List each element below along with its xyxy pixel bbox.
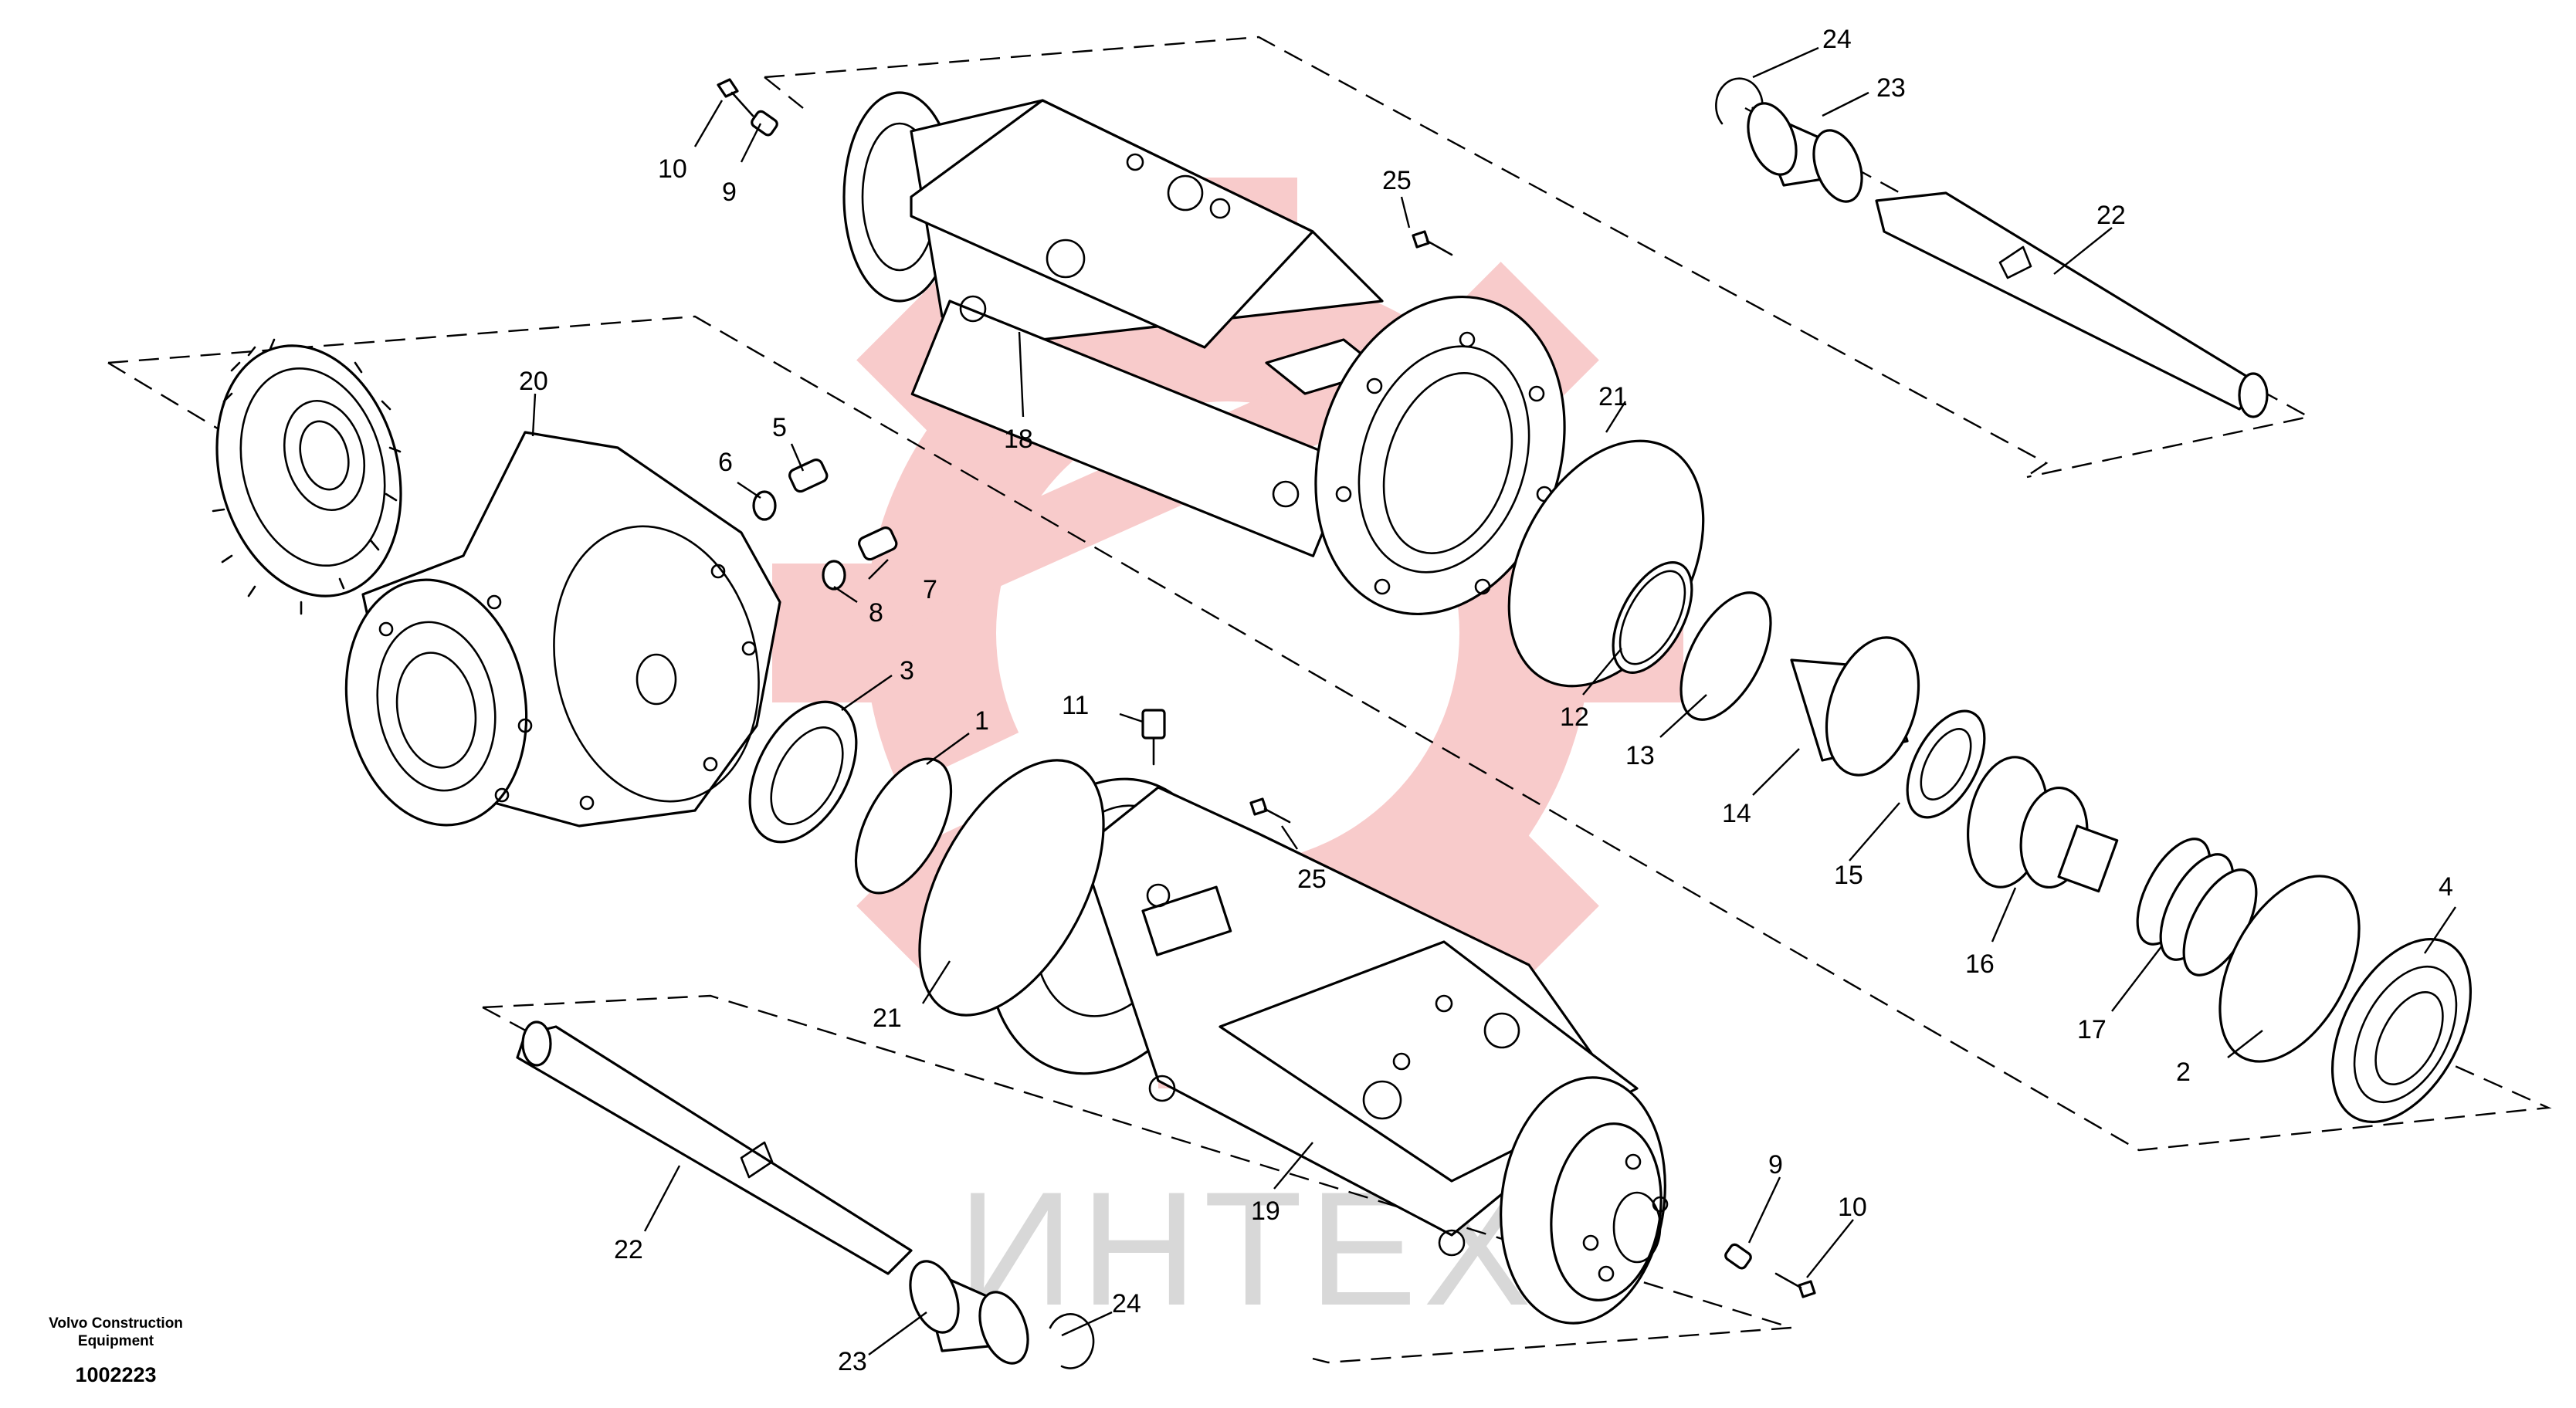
callout-15: 15 [1834,861,1863,890]
seal-ring-8 [822,560,846,591]
ring-13 [1679,591,1772,721]
upper-axle-housing [842,91,1384,557]
sleeve-9-upper [751,110,778,137]
callout-17: 17 [2077,1015,2107,1044]
bolt-10-lower [1774,1272,1816,1298]
callout-14: 14 [1722,799,1751,828]
springs-17 [2136,838,2258,976]
callout-22: 22 [614,1235,643,1264]
callout-13: 13 [1625,741,1655,770]
breather-11 [1141,709,1166,766]
callout-23: 23 [838,1347,867,1376]
callout-11: 11 [1062,691,1089,720]
caption-line-1: Volvo Construction [49,1315,183,1332]
document-number: 1002223 [75,1363,156,1386]
caption-line-2: Equipment [78,1333,154,1349]
callout-9: 9 [722,178,737,207]
callout-16: 16 [1965,949,1995,979]
leader-lines [531,46,2456,1356]
axle-shaft-22-upper [1875,191,2269,418]
bearing-3 [748,700,858,844]
callout-23: 23 [1876,73,1906,103]
callout-2: 2 [2176,1058,2191,1087]
o-ring-21-lower [918,759,1105,1017]
callout-19: 19 [1251,1196,1280,1226]
publisher-caption: Volvo Construction Equipment 1002223 [49,1315,183,1386]
callout-10: 10 [658,154,687,184]
callout-7: 7 [923,575,937,604]
callout-6: 6 [718,448,733,477]
callout-25: 25 [1382,166,1412,195]
callout-8: 8 [869,598,883,628]
callout-18: 18 [1004,425,1033,454]
callout-24: 24 [1822,25,1852,54]
side-gear-16 [1966,756,2119,893]
lower-axle-hub [1500,1076,1669,1325]
bearing-4 [2330,938,2473,1123]
ring-1 [854,757,953,895]
bolt-25-upper [1412,230,1453,256]
callout-4: 4 [2439,872,2453,902]
ring-gear [212,338,402,615]
callout-24: 24 [1112,1289,1141,1318]
bushing-23-lower [909,1260,1029,1365]
callout-3: 3 [900,656,914,685]
callout-20: 20 [519,367,548,396]
callout-labels: 24 23 22 25 10 9 18 20 5 6 7 8 3 1 11 21… [519,25,2453,1376]
washer-15 [1906,709,1986,819]
callout-10: 10 [1838,1193,1867,1222]
seal-ring-6 [752,490,777,521]
axle-shaft-22-lower [516,1020,913,1275]
plug-7 [858,526,898,561]
ring-2 [2218,875,2361,1063]
bolt-10-upper [717,78,754,117]
sleeve-9-lower [1724,1243,1752,1270]
callout-12: 12 [1560,702,1589,732]
seal-12 [1612,561,1693,674]
callout-1: 1 [974,706,989,736]
callout-9: 9 [1768,1150,1783,1180]
differential-carrier [344,431,781,828]
retaining-ring-24-lower [1049,1313,1095,1369]
assembly-guide-lines [107,36,2552,1364]
plug-5 [788,459,829,493]
callout-5: 5 [772,413,787,442]
bolt-25-lower [1249,797,1291,824]
bushing-23-upper [1747,102,1863,203]
callout-25: 25 [1297,865,1327,894]
callout-21: 21 [873,1004,902,1033]
callout-22: 22 [2096,201,2126,230]
callout-21: 21 [1598,382,1628,411]
bushing-14 [1790,636,1920,777]
